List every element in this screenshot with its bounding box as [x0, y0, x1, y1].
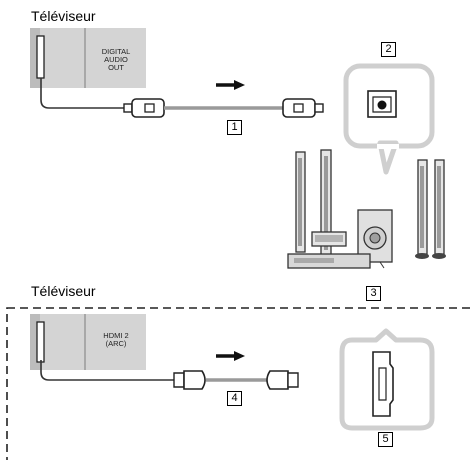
tv-back-panel-2	[30, 314, 146, 370]
hdmi-plug-right	[266, 370, 299, 390]
system-number-3: 3	[366, 286, 381, 301]
dashed-frame	[6, 307, 470, 460]
optical-jack-callout	[343, 63, 435, 175]
optical-plug-left	[123, 98, 165, 118]
tv-back-panel-1	[30, 28, 146, 88]
cable-lead-1	[40, 78, 130, 109]
cable-number-1: 1	[227, 120, 242, 135]
cable-lead-2	[40, 360, 174, 381]
device-number-5: 5	[378, 432, 393, 447]
tv-label-2: Téléviseur	[31, 283, 96, 299]
optical-plug-right	[282, 98, 324, 118]
cable-number-4: 4	[227, 391, 242, 406]
hdmi-plug-left	[173, 370, 206, 390]
tv-label-1: Téléviseur	[31, 8, 96, 24]
home-theater-system	[287, 149, 446, 269]
hdmi-port-callout	[339, 328, 435, 431]
direction-arrow-1	[216, 80, 245, 90]
digital-audio-out-label: DIGITAL AUDIO OUT	[101, 47, 131, 72]
device-number-2: 2	[381, 42, 396, 57]
direction-arrow-2	[216, 351, 245, 361]
hdmi-arc-label: HDMI 2 (ARC)	[103, 331, 129, 348]
